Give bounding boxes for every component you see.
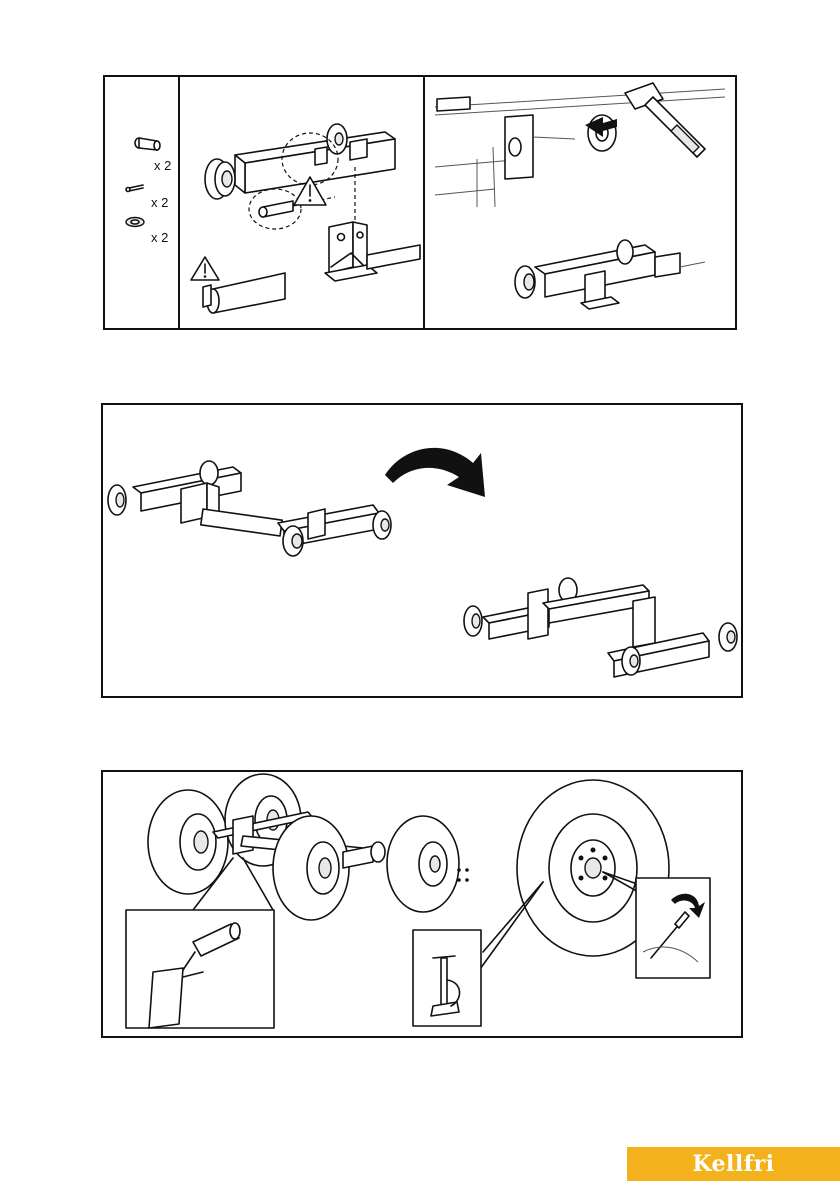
rotate-arrow-icon: [385, 448, 485, 497]
axle-assembly-upside-down: [108, 461, 391, 556]
hammer-icon: [625, 83, 705, 157]
part-quantity: x 2: [154, 159, 171, 172]
part-quantity: x 2: [151, 196, 168, 209]
part-quantity: x 2: [151, 231, 168, 244]
step-2-panel: [101, 403, 743, 698]
warning-icon: [191, 257, 219, 280]
step-3-illustration: [103, 772, 741, 1036]
step-1-illustration: [105, 77, 735, 328]
washer-icon: [126, 218, 144, 227]
axle-beam-drawing: [205, 124, 395, 199]
step-2-illustration: [103, 405, 741, 696]
wheel-assembly-drawing: [148, 774, 469, 920]
brand-name: Kellfri: [692, 1151, 774, 1177]
step-3-panel: [101, 770, 743, 1038]
axle-assembly-upright: [464, 578, 737, 677]
bracket-drawing: [325, 222, 420, 281]
trailer-frame-drawing: [435, 89, 725, 207]
pin-icon: [135, 138, 160, 150]
axle-assembly-drawing: [515, 240, 705, 309]
step-1-panel: x 2 x 2 x 2: [103, 75, 737, 330]
brand-logo: Kellfri: [627, 1147, 840, 1181]
split-pin-icon: [126, 185, 143, 192]
